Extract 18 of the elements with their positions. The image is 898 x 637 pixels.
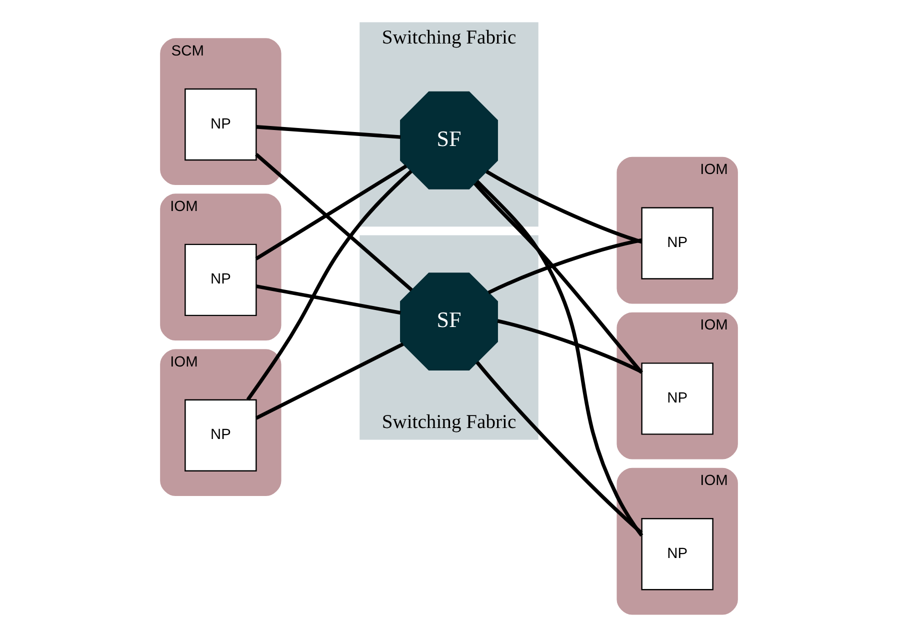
- node-box: NP: [641, 362, 714, 435]
- connector: [497, 319, 642, 374]
- node-box: NP: [184, 88, 257, 161]
- node-box: NP: [641, 207, 714, 280]
- connector: [476, 180, 644, 537]
- connector: [246, 170, 412, 401]
- connector: [255, 164, 408, 260]
- connector: [256, 284, 401, 315]
- connector: [488, 238, 642, 294]
- node-box: NP: [184, 399, 257, 472]
- connector: [255, 342, 404, 420]
- node-box: NP: [184, 244, 257, 316]
- connector: [255, 153, 413, 292]
- connector: [474, 182, 644, 374]
- connector: [476, 361, 643, 534]
- connector: [256, 125, 401, 139]
- node-box: NP: [641, 518, 714, 590]
- connector: [486, 170, 642, 244]
